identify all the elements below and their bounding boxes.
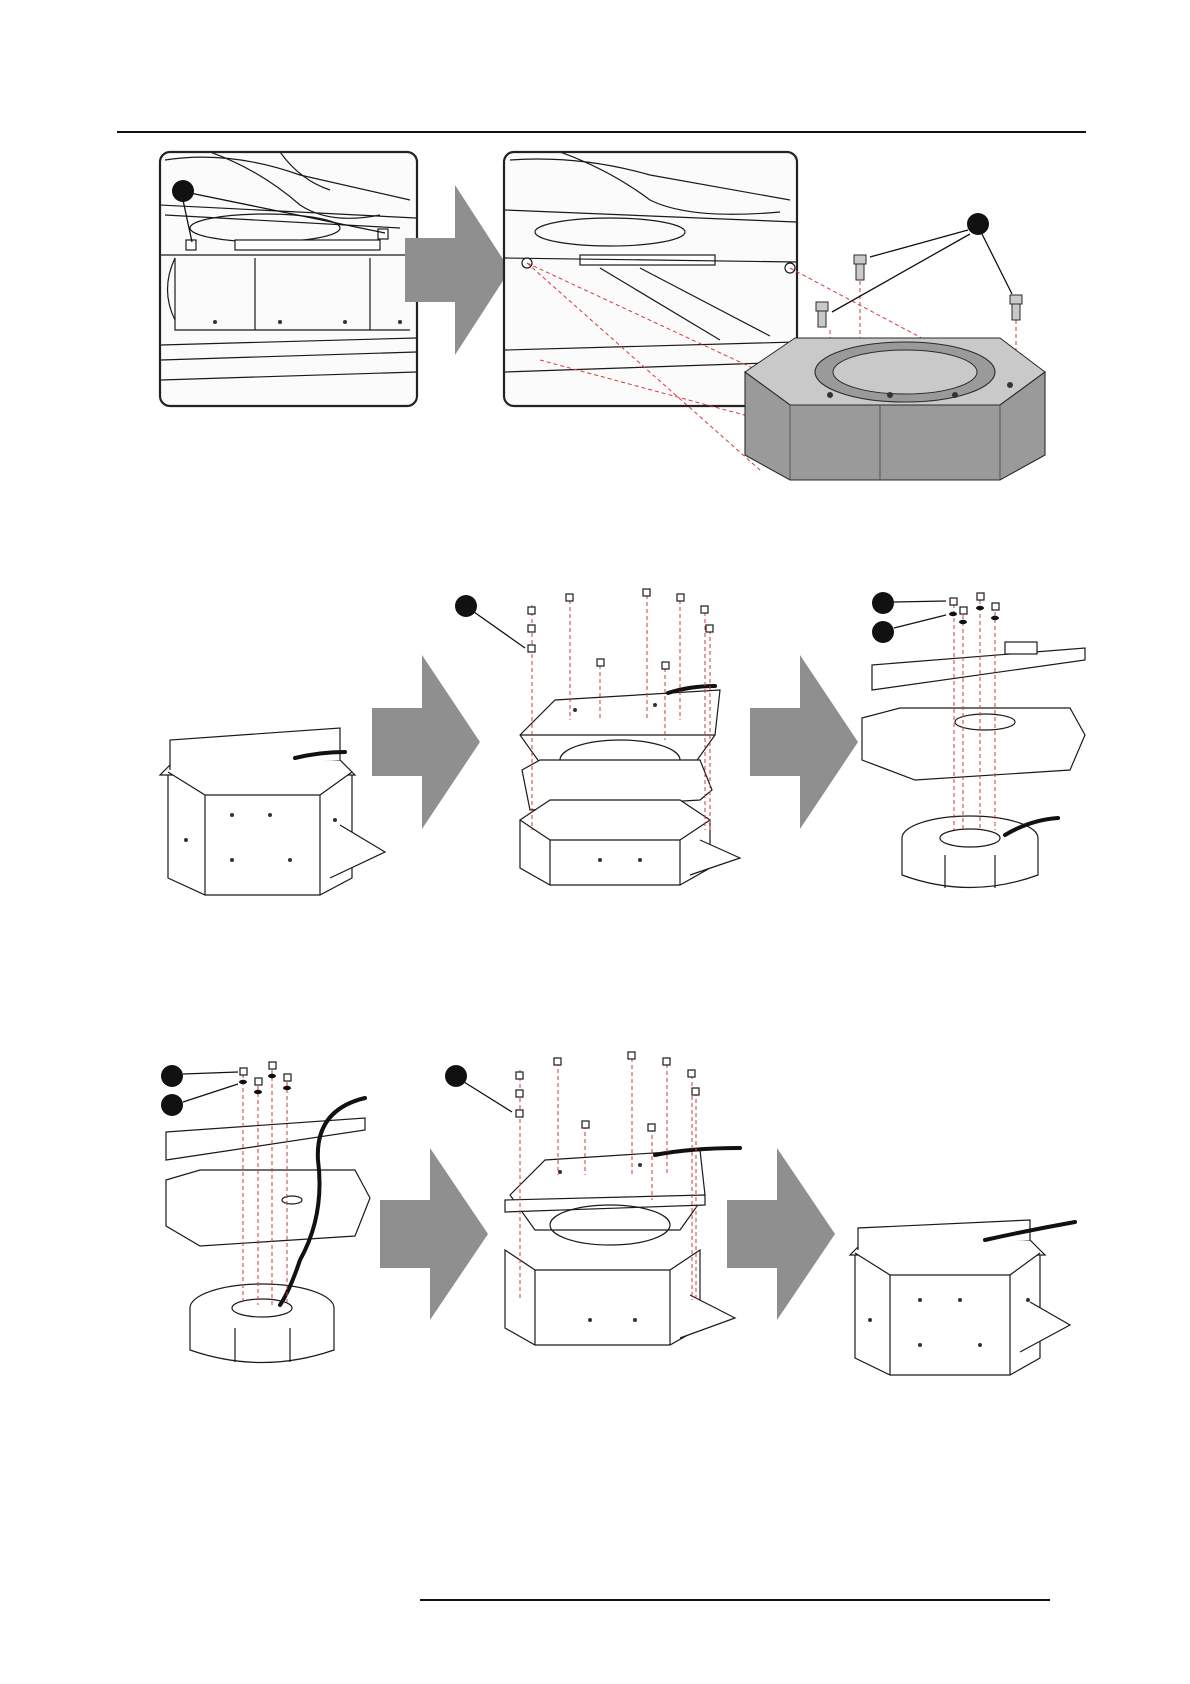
washer-icon — [949, 593, 999, 624]
figure-1 — [160, 152, 1045, 480]
cap-screw-icon — [528, 589, 713, 669]
fan-housing-exploded-1 — [520, 686, 740, 885]
callout-marker — [872, 592, 894, 614]
callout-marker — [445, 1065, 467, 1087]
step-arrow-1 — [405, 185, 510, 355]
cap-screw-icon — [816, 255, 1022, 327]
step-arrow-4 — [380, 1148, 488, 1320]
fan-unit-exploded-1 — [862, 642, 1085, 888]
callout-marker — [967, 213, 989, 235]
fan-housing-assembled — [160, 728, 385, 895]
callout-marker — [455, 595, 477, 617]
fan-housing-assembled-2 — [850, 1220, 1075, 1375]
detail-panel-1 — [160, 152, 417, 406]
fan-unit-exploded-2 — [166, 1098, 370, 1363]
callout-marker — [872, 621, 894, 643]
callout-marker — [161, 1094, 183, 1116]
washer-icon — [239, 1062, 291, 1094]
callout-marker — [161, 1065, 183, 1087]
figure-3 — [161, 1052, 1075, 1375]
callout-marker — [172, 180, 194, 202]
step-arrow-3 — [750, 655, 858, 829]
step-arrow-2 — [372, 655, 480, 829]
cap-screw-icon — [516, 1052, 699, 1131]
step-arrow-5 — [727, 1148, 835, 1320]
fan-housing-grey — [745, 338, 1045, 480]
fan-housing-exploded-2 — [505, 1148, 740, 1345]
figure-2 — [160, 589, 1085, 895]
